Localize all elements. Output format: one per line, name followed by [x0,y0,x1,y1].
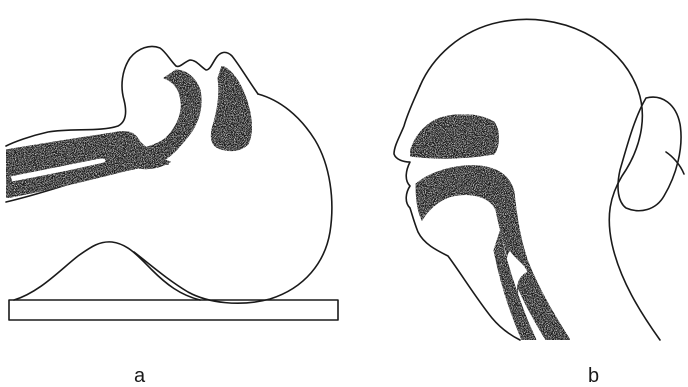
oral-pharynx-b [416,166,570,340]
panel-label-b: b [588,366,599,386]
nasal-cavity [211,66,251,151]
panel-a-airway [6,66,252,198]
support-board [9,300,338,320]
nasal-cavity-b [410,115,499,159]
ear [618,97,681,211]
shoulder-roll [14,242,200,300]
panel-label-a: a [134,366,145,386]
panel-b-airway [410,115,570,340]
